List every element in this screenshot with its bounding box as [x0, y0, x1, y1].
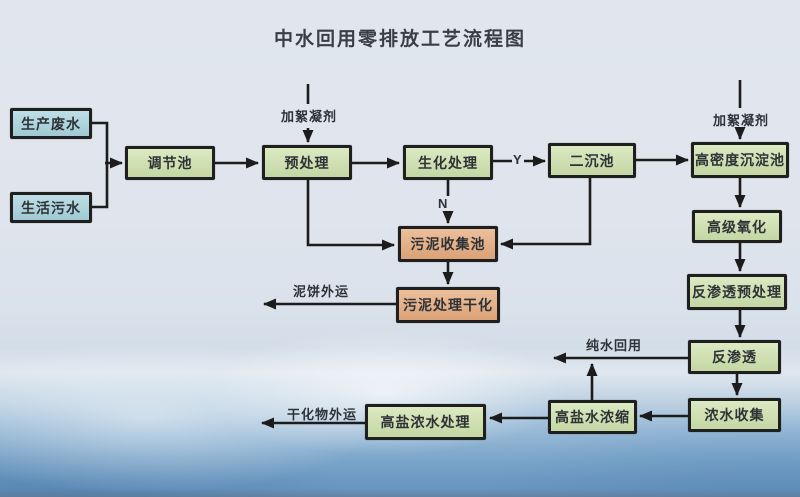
water-photo-edge	[0, 488, 800, 497]
node-ro-pretreatment: 反渗透预处理	[687, 274, 787, 310]
node-domestic-sewage: 生活污水	[10, 192, 92, 223]
edge-clarifier-to-sludge-collect	[500, 178, 592, 250]
label-sludge-cake-out: 泥饼外运	[293, 284, 350, 299]
label-branch-no: N	[438, 196, 449, 211]
node-sludge-collection-tank: 污泥收集池	[398, 226, 498, 262]
label-dried-solids-out: 干化物外运	[287, 407, 358, 422]
node-regulating-tank: 调节池	[125, 146, 215, 180]
node-brine-concentration: 高盐水浓缩	[548, 400, 637, 434]
label-branch-yes: Y	[513, 152, 523, 167]
label-pure-water-reuse: 纯水回用	[586, 338, 643, 353]
node-secondary-clarifier: 二沉池	[548, 143, 636, 178]
node-pretreatment: 预处理	[262, 145, 352, 180]
node-high-density-settler: 高密度沉淀池	[691, 142, 789, 178]
node-advanced-oxidation: 高级氧化	[692, 210, 782, 243]
node-concentrate-collection: 浓水收集	[688, 398, 781, 432]
node-brine-treatment: 高盐浓水处理	[365, 404, 486, 440]
edge-domestic-to-junction	[92, 163, 109, 209]
node-production-wastewater: 生产废水	[10, 108, 92, 139]
node-sludge-drying: 污泥处理干化	[396, 287, 500, 323]
label-flocculant-right: 加絮凝剂	[713, 113, 770, 128]
page-title: 中水回用零排放工艺流程图	[273, 29, 526, 50]
label-flocculant-left: 加絮凝剂	[281, 109, 338, 124]
edge-production-to-junction	[92, 121, 109, 163]
node-biochemical-treatment: 生化处理	[403, 145, 493, 180]
node-reverse-osmosis: 反渗透	[688, 340, 781, 374]
edge-pretreat-to-sludge-collect	[306, 180, 395, 251]
